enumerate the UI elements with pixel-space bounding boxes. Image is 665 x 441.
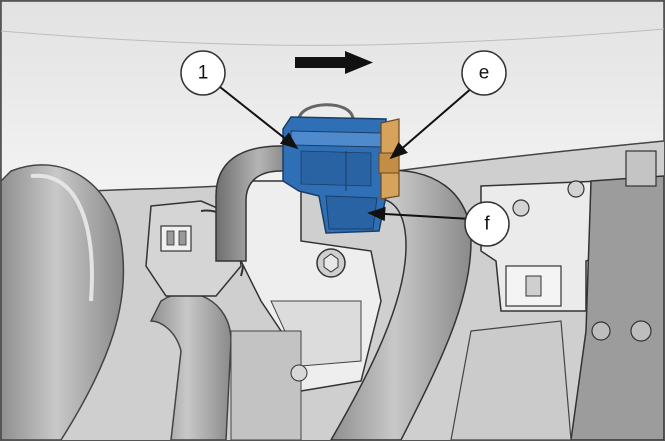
lower-bolt xyxy=(290,364,308,382)
callout-f: f xyxy=(464,201,510,247)
callout-f-label: f xyxy=(484,214,490,235)
connector-lock-tab xyxy=(378,118,400,200)
right-module-bolt xyxy=(630,320,652,342)
cover-contour xyxy=(1,28,664,46)
right-bolt-top xyxy=(567,180,585,198)
callout-1: 1 xyxy=(180,50,226,96)
callout-e-label: e xyxy=(479,63,490,84)
callout-1-label: 1 xyxy=(198,63,209,84)
lower-right-housing xyxy=(450,320,572,440)
callout-e: e xyxy=(461,50,507,96)
callout-e-leader xyxy=(389,86,474,160)
right-hose xyxy=(330,169,472,440)
bolt-head xyxy=(323,253,339,273)
callout-f-leader xyxy=(367,206,472,222)
connector-wire-loop xyxy=(297,103,355,120)
left-hose-highlight xyxy=(30,173,94,302)
right-module-cap xyxy=(625,150,657,187)
right-bolt-left xyxy=(512,199,530,217)
right-clip-slot xyxy=(525,275,542,297)
callout-1-leader xyxy=(219,86,299,150)
direction-arrow-icon xyxy=(295,51,373,74)
left-hose xyxy=(1,164,125,440)
right-module-bolt-2 xyxy=(591,321,611,341)
lower-center-housing xyxy=(230,330,302,440)
blue-connector xyxy=(282,103,388,234)
